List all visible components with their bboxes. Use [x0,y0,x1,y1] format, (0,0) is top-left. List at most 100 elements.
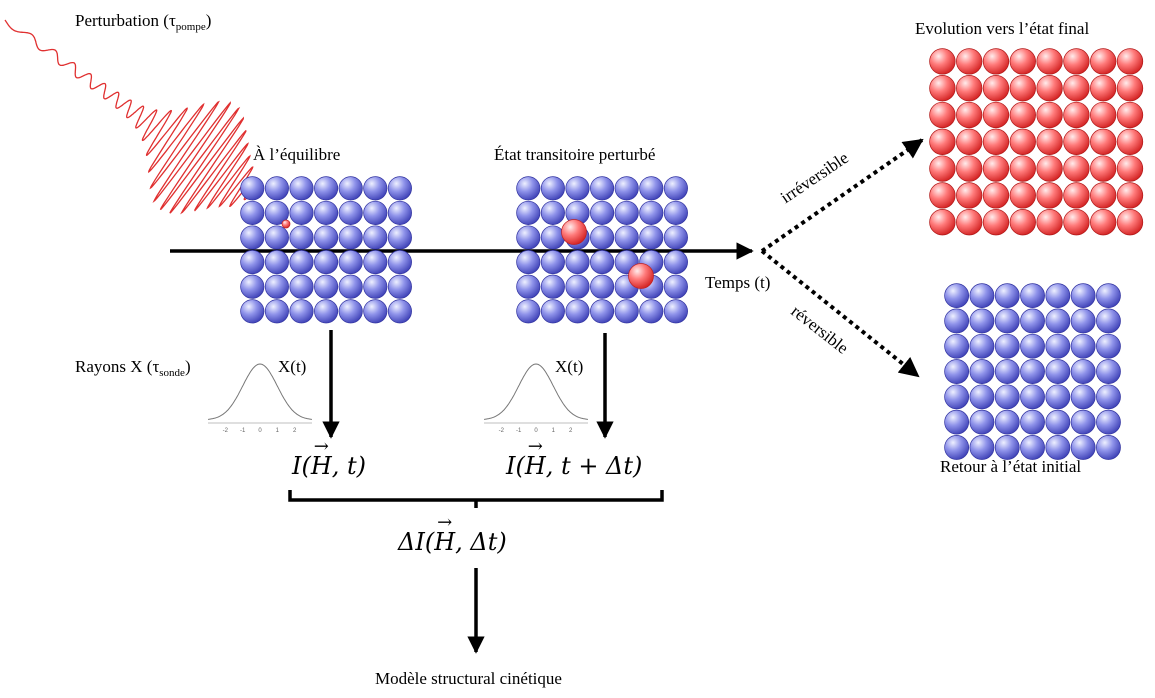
atom [944,435,970,460]
gaussian-tick-label: 2 [293,428,297,434]
time-axis-label: Temps (t) [705,273,771,292]
atom [338,274,363,299]
atom [1045,435,1071,460]
atom [982,48,1010,75]
atom [1090,101,1117,129]
atom [994,435,1020,460]
atom [639,299,664,324]
perturbation-text: Perturbation (τ [75,11,176,30]
xray-close: ) [184,357,191,376]
atom [363,200,388,225]
atom [363,225,388,250]
atom [969,359,995,384]
atom [982,209,1010,236]
atom [969,283,995,309]
atom [363,250,388,275]
atom [982,182,1010,209]
atom [516,176,541,201]
atom [614,299,639,324]
atom [639,225,664,250]
initial-state-label: Retour à l’état initial [940,457,1082,476]
atom [590,225,615,250]
intensity-equation-right: I(H, t + Δt) [506,452,642,480]
atom [1070,384,1096,410]
atom [387,200,412,225]
irreversible-arrow [760,138,924,253]
atom [565,299,590,324]
intensity-equation-left: I(H, t) [292,452,366,480]
atom [289,250,314,275]
atom [264,200,289,225]
atom [1009,155,1036,182]
atom [314,176,339,201]
lattice-transient [516,176,688,324]
atom [516,299,541,324]
atom [363,299,388,324]
atom [663,200,688,225]
atom [982,128,1010,155]
atom [264,274,289,299]
atom [1090,128,1117,155]
atom [240,299,265,324]
atom [1070,283,1096,309]
atom [1063,182,1090,209]
atom [994,384,1020,410]
atom [289,274,314,299]
atom [1036,101,1063,129]
atom [1020,435,1045,460]
gaussian-tick-label: 1 [276,428,280,434]
atom [1096,409,1121,435]
atom [516,225,541,250]
atom [314,200,339,225]
atom [540,274,565,299]
atom [289,299,314,324]
transient-label: État transitoire perturbé [494,145,656,164]
atom [1116,75,1144,102]
perturbation-close: ) [205,11,212,30]
atom [994,359,1020,384]
atom [1009,128,1036,155]
gaussian-tick-label: 2 [569,428,573,434]
atom [590,176,615,201]
atom [1090,182,1117,209]
atom [1036,48,1063,75]
eq-right-vector: H [525,452,546,480]
atom [944,409,970,435]
atom [1063,209,1090,236]
atom [944,359,970,384]
atom [387,225,412,250]
atom [944,308,970,334]
atom [590,250,615,275]
atom [1036,209,1063,236]
atom [1070,435,1096,460]
gaussian-tick-label: 0 [258,428,262,434]
atom [1090,75,1117,102]
atom [387,176,412,201]
xray-subscript: sonde [159,367,185,379]
atom [956,75,983,102]
atom [264,299,289,324]
atom [1090,155,1117,182]
atom [1090,209,1117,236]
atom [590,299,615,324]
perturbation-subscript: pompe [175,21,206,33]
xray-text: Rayons X (τ [75,357,160,376]
atom [1009,48,1036,75]
atom [1045,359,1071,384]
atom [338,176,363,201]
lattice-final-state [929,48,1144,236]
atom [929,182,956,209]
atom [1036,182,1063,209]
atom [969,409,995,435]
atom [639,176,664,201]
atom [338,200,363,225]
atom [663,274,688,299]
atom [338,250,363,275]
atom [314,274,339,299]
kinetic-model-label: Modèle structural cinétique [375,669,562,688]
eq-delta-prefix: ΔI( [398,528,435,556]
eq-left-prefix: I( [292,452,311,480]
